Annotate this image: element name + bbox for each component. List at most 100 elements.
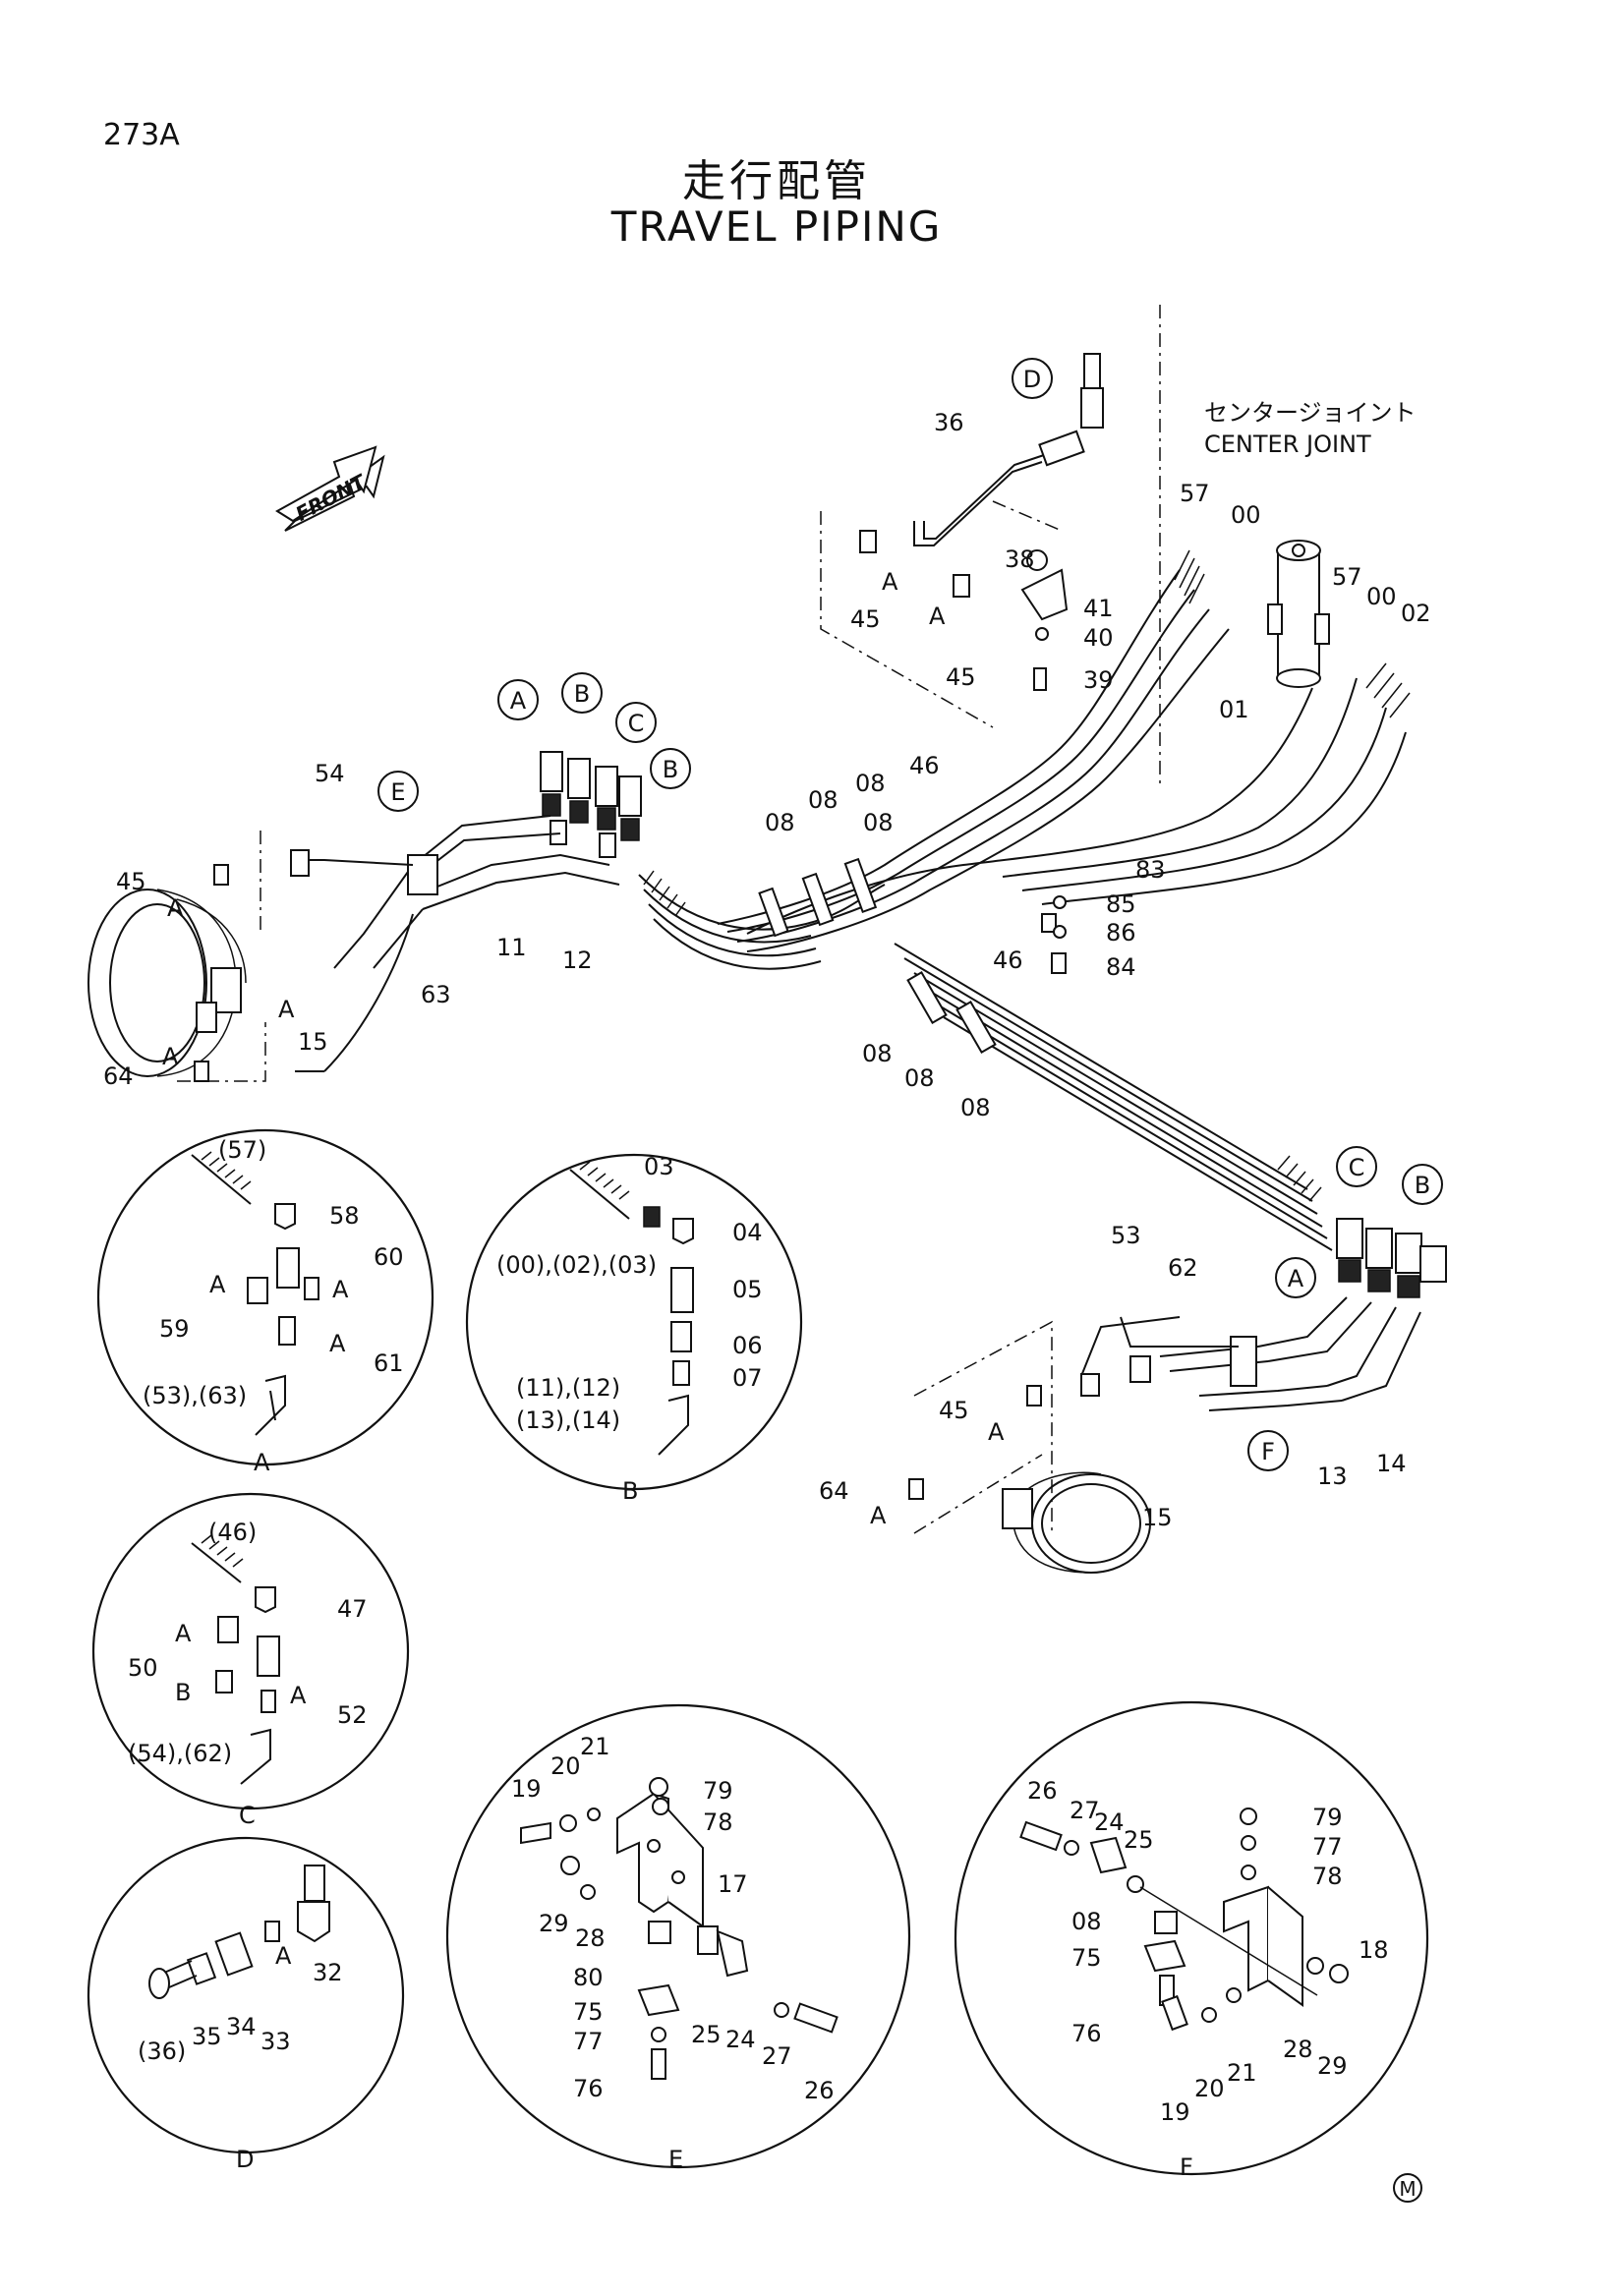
detailF-letter: F	[1180, 2153, 1193, 2181]
part-label-00a: 00	[1231, 501, 1261, 529]
page-title-en: TRAVEL PIPING	[610, 202, 943, 251]
detailD-part-32: 32	[313, 1959, 343, 1986]
detailF-part-25: 25	[1124, 1826, 1154, 1854]
part-label-85: 85	[1106, 890, 1136, 918]
detailA-ref-A-3: A	[329, 1330, 346, 1357]
part-label-62: 62	[1168, 1254, 1198, 1282]
center-joint	[1267, 540, 1330, 688]
front-arrow: FRONT	[275, 445, 385, 532]
page-code: 273A	[103, 118, 180, 152]
detailE-part-77: 77	[573, 2028, 604, 2055]
detailF-part-27: 27	[1070, 1797, 1100, 1824]
part-label-08d: 08	[863, 809, 894, 836]
left-tube-assembly	[290, 815, 620, 1072]
part-label-45a: 45	[850, 605, 881, 633]
detailB-part-13-14: (13),(14)	[516, 1406, 620, 1434]
part-label-63: 63	[421, 981, 451, 1008]
detailB-part-11-12: (11),(12)	[516, 1374, 620, 1402]
detailF-part-20: 20	[1194, 2075, 1225, 2102]
detailE-part-29: 29	[539, 1910, 569, 1937]
detail-circle-B: 03 04 (00),(02),(03) 05 06 07 (11),(12) …	[465, 1153, 803, 1505]
part-label-08e: 08	[862, 1040, 893, 1067]
detailC-ref-A-1: A	[175, 1620, 192, 1647]
detailD-part-33: 33	[260, 2028, 291, 2055]
detailB-part-03: 03	[644, 1153, 674, 1180]
m-mark-letter: M	[1399, 2177, 1416, 2201]
detailD-part-34: 34	[226, 2013, 257, 2040]
leader-lines	[177, 305, 1161, 1534]
callout-A-main-2: A	[1288, 1265, 1304, 1292]
callout-E-main: E	[390, 778, 405, 806]
part-label-11: 11	[496, 934, 527, 961]
part-label-39: 39	[1083, 666, 1114, 694]
detailE-letter: E	[668, 2146, 683, 2173]
part-label-57a: 57	[1180, 480, 1210, 507]
part-label-12: 12	[562, 947, 593, 974]
part-label-45c: 45	[116, 868, 146, 895]
callout-B-main-3: B	[1415, 1172, 1430, 1199]
detailF-part-75: 75	[1071, 1944, 1102, 1972]
detailC-part-47: 47	[337, 1595, 368, 1623]
detailB-letter: B	[622, 1477, 638, 1505]
detailD-ref-A: A	[275, 1942, 292, 1970]
detailE-part-17: 17	[718, 1870, 748, 1898]
callout-B-main-2: B	[663, 756, 678, 783]
bracket-41	[1020, 568, 1069, 621]
detailA-part-58: 58	[329, 1202, 360, 1230]
detailF-part-79: 79	[1312, 1804, 1343, 1831]
detailA-ref-A-2: A	[332, 1276, 349, 1303]
part-label-08a: 08	[855, 770, 886, 797]
detailF-part-77: 77	[1312, 1833, 1343, 1861]
callout-B-main-1: B	[574, 680, 590, 708]
ref-A-4: A	[162, 1043, 179, 1070]
detail-circle-D: 32 A 33 34 35 (36) D	[87, 1836, 405, 2173]
callout-D-main: D	[1023, 366, 1041, 393]
part-label-02: 02	[1401, 600, 1431, 627]
detailE-part-26: 26	[804, 2077, 835, 2104]
callout-letter-circles: D A B C B E C B A F	[377, 358, 1443, 1471]
detailA-part-59: 59	[159, 1315, 190, 1343]
part-label-83: 83	[1135, 856, 1166, 884]
callout-A-main: A	[510, 687, 527, 715]
part-label-54: 54	[315, 760, 345, 787]
detailC-part-54-62: (54),(62)	[128, 1740, 232, 1767]
detailF-part-21: 21	[1227, 2059, 1257, 2087]
ref-A-1: A	[882, 568, 898, 596]
part-label-15b: 15	[1142, 1504, 1173, 1531]
detailE-part-25: 25	[691, 2021, 722, 2048]
detailE-part-75: 75	[573, 1998, 604, 2026]
ref-A-3: A	[167, 894, 184, 922]
part-label-45d: 45	[939, 1397, 969, 1424]
part-label-84: 84	[1106, 953, 1136, 981]
part-label-00b: 00	[1366, 583, 1397, 610]
detailB-part-04: 04	[732, 1219, 763, 1246]
ref-A-2: A	[929, 603, 946, 630]
part-label-15a: 15	[298, 1028, 328, 1056]
part-label-57b: 57	[1332, 563, 1362, 591]
part-label-46b: 46	[993, 947, 1023, 974]
right-valve-group	[1336, 1218, 1447, 1298]
detailC-letter: C	[239, 1802, 256, 1829]
part-label-45b: 45	[946, 663, 976, 691]
part-label-86: 86	[1106, 919, 1136, 947]
part-label-40: 40	[1083, 624, 1114, 652]
part-label-13: 13	[1317, 1463, 1348, 1490]
detailE-part-76: 76	[573, 2075, 604, 2102]
detailD-part-36: (36)	[138, 2038, 186, 2065]
callout-F-main: F	[1261, 1438, 1275, 1465]
part-label-08c: 08	[765, 809, 795, 836]
part-label-01: 01	[1219, 696, 1249, 723]
page-title-jp: 走行配管	[682, 156, 871, 206]
detailA-letter: A	[254, 1449, 270, 1476]
detailB-part-06: 06	[732, 1332, 763, 1359]
ref-A-5: A	[278, 996, 295, 1023]
main-part-labels: 36 57 00 57 00 02 38 41 40 39 45 45 01 4…	[103, 409, 1431, 1531]
part-label-46a: 46	[909, 752, 940, 779]
detailA-part-61: 61	[374, 1349, 404, 1377]
right-travel-motor	[1002, 1471, 1151, 1574]
part-label-08f: 08	[904, 1064, 935, 1092]
part-label-41: 41	[1083, 595, 1114, 622]
detailE-part-78: 78	[703, 1808, 733, 1836]
detailE-part-80: 80	[573, 1964, 604, 1991]
detailE-part-27: 27	[762, 2042, 792, 2070]
